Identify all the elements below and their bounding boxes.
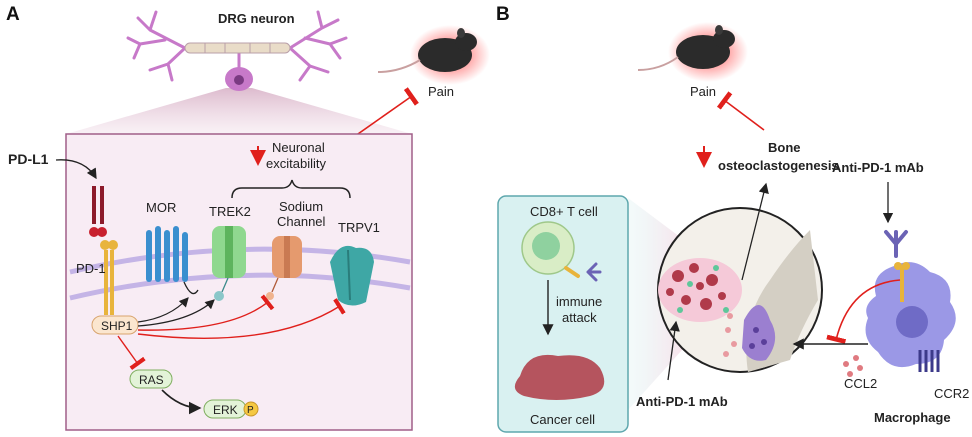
t-cell-icon xyxy=(521,221,602,282)
trek2-label: TREK2 xyxy=(209,204,251,219)
bone-to-label-arrow xyxy=(741,182,769,281)
ras-label: RAS xyxy=(139,373,164,387)
sodium-label-1: Sodium xyxy=(279,199,323,214)
antipd1-inhibit-arrow xyxy=(826,279,901,344)
excitability-label-2: excitability xyxy=(266,156,326,171)
trpv1-label: TRPV1 xyxy=(338,220,380,235)
cd8-label: CD8+ T cell xyxy=(530,204,598,219)
mor-label: MOR xyxy=(146,200,176,215)
chemokine-dots xyxy=(723,313,737,357)
antibody-icon-top xyxy=(884,230,908,258)
mouse-pain-icon-a xyxy=(377,25,490,85)
ras-erk-arrow xyxy=(161,389,202,415)
zoom-fan-a xyxy=(66,88,412,134)
antipd1-label-bottom: Anti-PD-1 mAb xyxy=(636,394,728,409)
mouse-pain-icon-b xyxy=(637,22,748,82)
pdl1-label: PD-L1 xyxy=(8,151,49,167)
cancer-cell-label: Cancer cell xyxy=(530,412,595,427)
erk-label: ERK xyxy=(213,403,238,417)
pd1-receptor-icon xyxy=(100,240,118,315)
cancer-cell-icon xyxy=(514,354,605,400)
neuron-nucleus xyxy=(234,75,244,85)
shp1-effect-arrows xyxy=(137,294,346,339)
excitability-label-1: Neuronal xyxy=(272,140,325,155)
shp1-label: SHP1 xyxy=(101,319,133,333)
trpv1-channel-icon xyxy=(330,245,374,306)
pain-label-b: Pain xyxy=(690,84,716,99)
myelin-segments xyxy=(204,43,271,53)
phospho-badge xyxy=(243,401,259,417)
macrophage-icon xyxy=(865,262,956,372)
ccl2-dots xyxy=(843,355,863,377)
pdl1-ligand-icon xyxy=(89,186,107,237)
panel-b-letter: B xyxy=(496,4,510,25)
shp1-ras-inhibit xyxy=(117,335,146,371)
sodium-label-2: Channel xyxy=(277,214,326,229)
ras-node xyxy=(129,369,173,389)
phospho-label: P xyxy=(247,405,254,416)
shp1-node xyxy=(91,315,139,335)
ccr2-label: CCR2 xyxy=(934,386,969,401)
ccl2-label: CCL2 xyxy=(844,376,877,391)
macrophage-label: Macrophage xyxy=(874,410,951,425)
inhibit-pain-b xyxy=(716,91,765,131)
immune-label-2: attack xyxy=(562,310,597,325)
bone-label-2: osteoclastogenesis xyxy=(718,158,839,173)
axon xyxy=(184,42,291,54)
immune-label-1: immune xyxy=(556,294,602,309)
grouping-brace xyxy=(231,179,351,199)
pd1-label: PD-1 xyxy=(76,261,106,276)
bone-label-1: Bone xyxy=(768,140,801,155)
mor-receptor-icon xyxy=(146,226,199,295)
pain-label-a: Pain xyxy=(428,84,454,99)
trek2-channel-icon xyxy=(212,226,246,301)
panel-a-letter: A xyxy=(6,4,20,25)
tumor-cells xyxy=(666,263,729,313)
pdl1-arrow xyxy=(55,159,97,180)
osteoclast-icon xyxy=(742,305,776,361)
drg-neuron-title: DRG neuron xyxy=(218,11,295,26)
antipd1-arrow-bottom xyxy=(667,320,680,381)
antipd1-label-top: Anti-PD-1 mAb xyxy=(832,160,924,175)
